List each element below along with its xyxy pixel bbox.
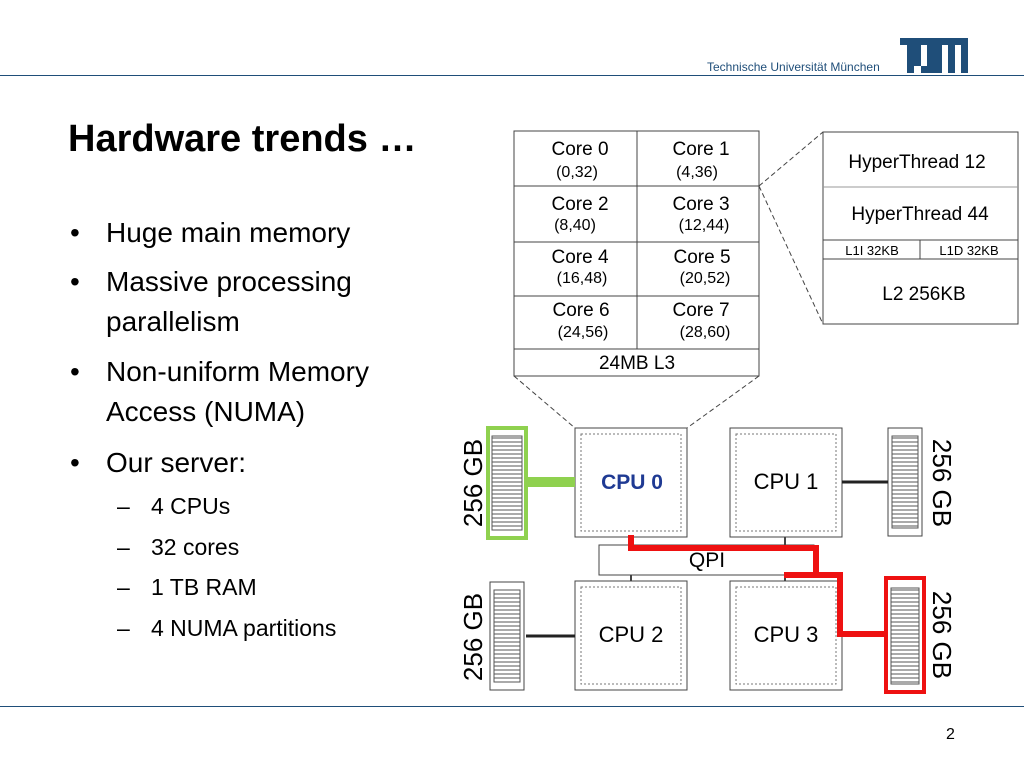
zoom-line — [513, 375, 576, 429]
subbullet-text: 4 NUMA partitions — [151, 615, 337, 641]
dash-marker: – — [117, 615, 130, 641]
l1d-label: L1D 32KB — [939, 243, 998, 258]
memory-dimm-top-left — [486, 426, 528, 540]
dash-marker: – — [117, 534, 130, 560]
cpu-0-label: CPU 0 — [601, 471, 663, 494]
bullet-text-line1: Massive processing — [106, 266, 352, 297]
cpu-2-label: CPU 2 — [599, 622, 664, 647]
bullet-marker: • — [70, 266, 80, 297]
core-3-threads: (12,44) — [679, 217, 730, 234]
memory-label-bottom-right: 256 GB — [927, 591, 957, 679]
qpi-label: QPI — [689, 549, 725, 572]
dash-marker: – — [117, 493, 130, 519]
core-5-threads: (20,52) — [680, 270, 731, 287]
slide-title: Hardware trends … — [68, 118, 417, 160]
cpu-2: CPU 2 — [574, 580, 688, 691]
cpu-3: CPU 3 — [729, 580, 843, 691]
core-0-threads: (0,32) — [556, 164, 598, 181]
core-grid: Core 0 (0,32) Core 1 (4,36) Core 2 (8,40… — [513, 130, 760, 377]
bullet-1: • Huge main memory — [70, 213, 351, 253]
core-4-label: Core 4 — [551, 247, 608, 268]
cpu-3-label: CPU 3 — [754, 622, 819, 647]
memory-dimm-bottom-left — [489, 581, 525, 691]
bullet-3: • Non-uniform Memory Access (NUMA) — [70, 352, 369, 432]
core-7-label: Core 7 — [672, 300, 729, 321]
cpu-1-label: CPU 1 — [754, 469, 819, 494]
bullet-marker: • — [70, 356, 80, 387]
zoom-line — [686, 375, 760, 429]
subbullet-2: – 32 cores — [117, 527, 240, 567]
subbullet-3: – 1 TB RAM — [117, 567, 257, 607]
l2-label: L2 256KB — [882, 284, 965, 305]
tum-logo — [900, 38, 968, 73]
bullet-marker: • — [70, 447, 80, 478]
core-3-label: Core 3 — [672, 194, 729, 215]
subbullet-1: – 4 CPUs — [117, 486, 231, 526]
bullet-text: Huge main memory — [106, 217, 351, 248]
bullet-text: Our server: — [106, 447, 247, 478]
header-rule — [0, 75, 1024, 76]
remote-access-path — [628, 535, 886, 637]
memory-dimm-top-right — [887, 427, 923, 537]
page-number: 2 — [946, 726, 955, 743]
core-1-threads: (4,36) — [676, 164, 718, 181]
memory-dimm-bottom-right — [884, 576, 926, 694]
memory-label-bottom-left: 256 GB — [458, 593, 488, 681]
cpu-0: CPU 0 — [574, 427, 688, 538]
bullet-2: • Massive processing parallelism — [70, 262, 352, 342]
hyperthread-2-label: HyperThread 44 — [851, 204, 989, 225]
hyperthread-1-label: HyperThread 12 — [848, 152, 985, 173]
core-0-label: Core 0 — [551, 139, 608, 160]
core-2-label: Core 2 — [551, 194, 608, 215]
footer-rule — [0, 706, 1024, 707]
core-6-label: Core 6 — [552, 300, 609, 321]
dash-marker: – — [117, 574, 130, 600]
subbullet-text: 4 CPUs — [151, 493, 231, 519]
subbullet-4: – 4 NUMA partitions — [117, 608, 337, 648]
bullet-text-line2: Access (NUMA) — [106, 396, 306, 427]
cpu-1: CPU 1 — [729, 427, 843, 538]
university-name: Technische Universität München — [707, 60, 880, 74]
core-2-threads: (8,40) — [554, 217, 596, 234]
subbullet-text: 32 cores — [151, 534, 240, 560]
bullet-4: • Our server: — [70, 443, 247, 483]
core-1-label: Core 1 — [672, 139, 729, 160]
memory-label-top-left: 256 GB — [458, 439, 488, 527]
core-6-threads: (24,56) — [558, 324, 609, 341]
subbullet-text: 1 TB RAM — [151, 574, 257, 600]
core-detail: HyperThread 12 HyperThread 44 L1I 32KB L… — [822, 131, 1019, 325]
core-4-threads: (16,48) — [557, 270, 608, 287]
l3-cache-label: 24MB L3 — [599, 353, 675, 374]
bullet-marker: • — [70, 217, 80, 248]
core-7-threads: (28,60) — [680, 324, 731, 341]
bullet-text-line2: parallelism — [106, 306, 240, 337]
bullet-text-line1: Non-uniform Memory — [106, 356, 369, 387]
zoom-line — [758, 185, 824, 325]
zoom-line — [758, 131, 824, 187]
l1i-label: L1I 32KB — [845, 243, 899, 258]
core-5-label: Core 5 — [673, 247, 730, 268]
memory-label-top-right: 256 GB — [927, 439, 957, 527]
